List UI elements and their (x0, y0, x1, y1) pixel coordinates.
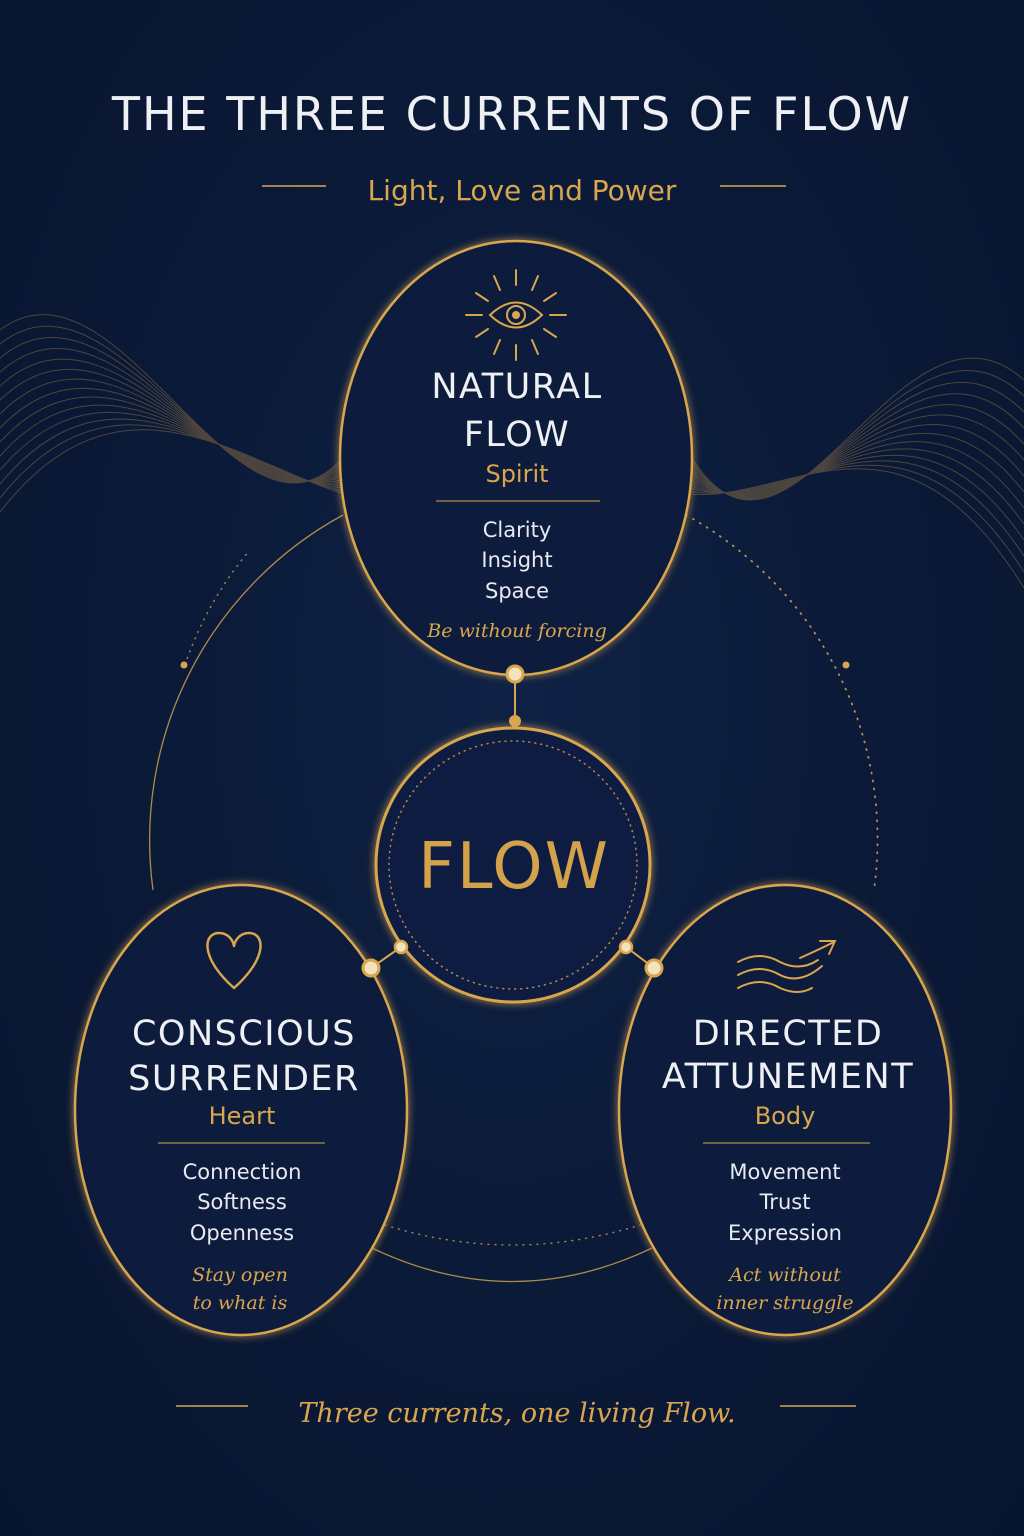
node-directed-attunement: DIRECTED ATTUNEMENT Body Movement Trust … (617, 883, 953, 1337)
node-aspect: Spirit (485, 460, 548, 488)
node-quality: Expression (728, 1221, 842, 1245)
node-name-line: NATURAL (431, 367, 602, 407)
node-name-line: FLOW (464, 415, 571, 455)
wave-arrow-icon (737, 940, 837, 993)
node-quality: Space (485, 579, 549, 603)
node-quality: Trust (759, 1190, 811, 1214)
heart-icon (206, 931, 262, 990)
footer-tagline: Three currents, one living Flow. (298, 1398, 735, 1429)
node-name-line: ATTUNEMENT (662, 1057, 914, 1097)
radiant-eye-icon (465, 269, 567, 361)
node-motto: Act without (727, 1264, 841, 1286)
node-natural-flow: NATURAL FLOW Spirit Clarity Insight Spac… (338, 239, 694, 677)
orbit-ring (148, 514, 879, 1283)
node-quality: Movement (729, 1160, 840, 1184)
node-quality: Softness (197, 1190, 287, 1214)
center-label: FLOW (418, 830, 610, 904)
node-name-line: CONSCIOUS (132, 1014, 356, 1054)
node-quality: Insight (481, 548, 552, 572)
connector-dots (361, 664, 664, 978)
node-quality: Clarity (483, 518, 552, 542)
page-title: THE THREE CURRENTS OF FLOW (111, 87, 912, 141)
node-motto: Be without forcing (426, 620, 606, 642)
node-motto: to what is (193, 1292, 288, 1314)
subtitle: Light, Love and Power (368, 174, 677, 207)
node-aspect: Heart (209, 1102, 276, 1130)
node-aspect: Body (755, 1102, 816, 1130)
center-circle: FLOW (374, 726, 652, 1004)
node-name-line: DIRECTED (693, 1014, 884, 1054)
node-conscious-surrender: CONSCIOUS SURRENDER Heart Connection Sof… (73, 883, 409, 1337)
node-name-line: SURRENDER (128, 1059, 360, 1099)
node-motto: inner struggle (716, 1292, 853, 1314)
node-motto: Stay open (192, 1264, 288, 1286)
node-quality: Connection (183, 1160, 302, 1184)
flowing-lines-decoration (0, 314, 1024, 589)
node-quality: Openness (190, 1221, 294, 1245)
